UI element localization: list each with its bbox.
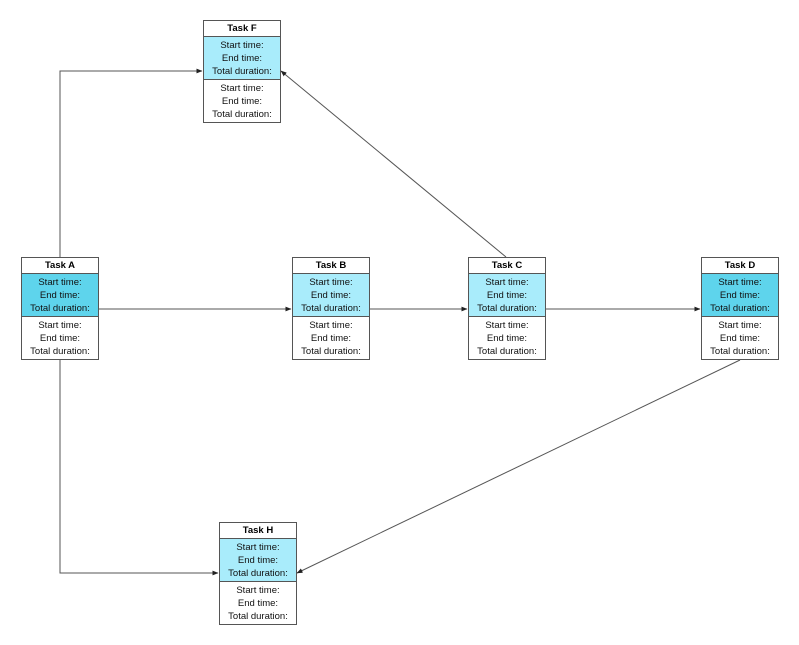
total-duration-label: Total duration: bbox=[30, 346, 90, 357]
start-time-label: Start time: bbox=[236, 542, 280, 553]
start-time-label: Start time: bbox=[309, 277, 353, 288]
total-duration-label: Total duration: bbox=[212, 66, 272, 77]
edge-c-to-f bbox=[280, 70, 507, 258]
task-node-b[interactable]: Task B Start time: End time: Total durat… bbox=[292, 257, 370, 360]
task-schedule-plain: Start time: End time: Total duration: bbox=[469, 317, 545, 359]
end-time-label: End time: bbox=[486, 333, 528, 344]
start-time-label: Start time: bbox=[236, 585, 280, 596]
task-schedule-highlighted: Start time: End time: Total duration: bbox=[293, 274, 369, 317]
total-duration-label: Total duration: bbox=[212, 109, 272, 120]
start-time-label: Start time: bbox=[718, 320, 762, 331]
task-node-f[interactable]: Task F Start time: End time: Total durat… bbox=[203, 20, 281, 123]
end-time-label: End time: bbox=[310, 290, 352, 301]
task-title: Task D bbox=[702, 258, 778, 274]
edge-a-to-h bbox=[59, 360, 219, 576]
task-title: Task H bbox=[220, 523, 296, 539]
start-time-label: Start time: bbox=[485, 277, 529, 288]
task-node-c[interactable]: Task C Start time: End time: Total durat… bbox=[468, 257, 546, 360]
end-time-label: End time: bbox=[719, 290, 761, 301]
total-duration-label: Total duration: bbox=[710, 346, 770, 357]
end-time-label: End time: bbox=[221, 96, 263, 107]
start-time-label: Start time: bbox=[485, 320, 529, 331]
end-time-label: End time: bbox=[39, 333, 81, 344]
total-duration-label: Total duration: bbox=[477, 303, 537, 314]
task-schedule-plain: Start time: End time: Total duration: bbox=[702, 317, 778, 359]
end-time-label: End time: bbox=[39, 290, 81, 301]
start-time-label: Start time: bbox=[718, 277, 762, 288]
task-schedule-plain: Start time: End time: Total duration: bbox=[204, 80, 280, 122]
start-time-label: Start time: bbox=[38, 320, 82, 331]
start-time-label: Start time: bbox=[309, 320, 353, 331]
task-node-h[interactable]: Task H Start time: End time: Total durat… bbox=[219, 522, 297, 625]
total-duration-label: Total duration: bbox=[301, 303, 361, 314]
end-time-label: End time: bbox=[237, 555, 279, 566]
task-title: Task B bbox=[293, 258, 369, 274]
task-schedule-highlighted: Start time: End time: Total duration: bbox=[702, 274, 778, 317]
task-node-d[interactable]: Task D Start time: End time: Total durat… bbox=[701, 257, 779, 360]
end-time-label: End time: bbox=[486, 290, 528, 301]
total-duration-label: Total duration: bbox=[228, 568, 288, 579]
total-duration-label: Total duration: bbox=[710, 303, 770, 314]
total-duration-label: Total duration: bbox=[477, 346, 537, 357]
end-time-label: End time: bbox=[719, 333, 761, 344]
task-schedule-highlighted: Start time: End time: Total duration: bbox=[220, 539, 296, 582]
total-duration-label: Total duration: bbox=[301, 346, 361, 357]
start-time-label: Start time: bbox=[220, 83, 264, 94]
task-node-a[interactable]: Task A Start time: End time: Total durat… bbox=[21, 257, 99, 360]
task-schedule-highlighted: Start time: End time: Total duration: bbox=[22, 274, 98, 317]
end-time-label: End time: bbox=[221, 53, 263, 64]
start-time-label: Start time: bbox=[220, 40, 264, 51]
task-schedule-highlighted: Start time: End time: Total duration: bbox=[204, 37, 280, 80]
task-title: Task F bbox=[204, 21, 280, 37]
start-time-label: Start time: bbox=[38, 277, 82, 288]
end-time-label: End time: bbox=[310, 333, 352, 344]
edge-a-to-f bbox=[59, 68, 203, 258]
total-duration-label: Total duration: bbox=[30, 303, 90, 314]
task-title: Task A bbox=[22, 258, 98, 274]
task-schedule-plain: Start time: End time: Total duration: bbox=[220, 582, 296, 624]
task-schedule-highlighted: Start time: End time: Total duration: bbox=[469, 274, 545, 317]
end-time-label: End time: bbox=[237, 598, 279, 609]
total-duration-label: Total duration: bbox=[228, 611, 288, 622]
task-schedule-plain: Start time: End time: Total duration: bbox=[22, 317, 98, 359]
edge-d-to-h bbox=[296, 359, 741, 574]
task-title: Task C bbox=[469, 258, 545, 274]
task-schedule-plain: Start time: End time: Total duration: bbox=[293, 317, 369, 359]
